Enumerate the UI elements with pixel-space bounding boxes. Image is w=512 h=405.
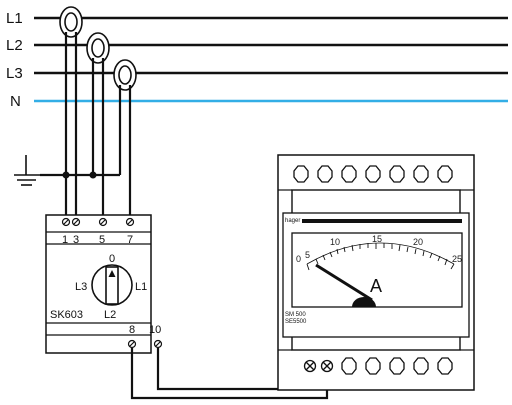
ct-l3-icon [113, 59, 137, 91]
junction-dot [62, 171, 70, 179]
dial-label-l3: L3 [75, 281, 87, 293]
label-l2: L2 [6, 37, 23, 54]
arrow-up-icon [108, 270, 116, 277]
bottom-terminals [303, 357, 453, 375]
terminal-label-8: 8 [129, 324, 135, 336]
ground-icon [14, 155, 40, 186]
scale-label-10: 10 [330, 237, 340, 247]
meter-model-line1: SM 500 [285, 312, 306, 318]
meter-needle [315, 263, 373, 302]
ct-l1-icon [59, 6, 83, 38]
switch-bottom-terminals [127, 339, 163, 349]
label-l3: L3 [6, 65, 23, 82]
scale-label-0: 0 [296, 254, 301, 264]
meter-brand: hager [285, 218, 300, 224]
selector-switch: 1 3 5 7 0 L3 L1 L2 SK603 8 10 [45, 214, 163, 354]
junction-dot [89, 171, 97, 179]
bus-lines [34, 16, 508, 103]
terminal-label-7: 7 [127, 234, 133, 246]
label-n: N [10, 93, 21, 110]
switch-model: SK603 [50, 309, 83, 321]
dial-label-l1: L1 [135, 281, 147, 293]
needle-pivot [352, 297, 376, 307]
scale-label-20: 20 [413, 237, 423, 247]
dial-label-0: 0 [109, 253, 115, 265]
scale-label-15: 15 [372, 234, 382, 244]
scale-label-5: 5 [305, 250, 310, 260]
current-transformers [59, 6, 137, 91]
terminal-label-1: 1 [62, 234, 68, 246]
terminal-label-10: 10 [149, 324, 161, 336]
label-l1: L1 [6, 10, 23, 27]
ammeter: hager 0 5 10 15 [277, 154, 475, 391]
ct-wires [40, 32, 132, 217]
dial-label-l2: L2 [104, 309, 116, 321]
switch-top-terminals [61, 217, 135, 227]
meter-dial-window [291, 232, 463, 308]
meter-ticks [306, 243, 455, 271]
ct-l2-icon [86, 32, 110, 64]
meter-model-line2: SE5500 [285, 319, 307, 325]
terminal-label-3: 3 [73, 234, 79, 246]
scale-label-25: 25 [452, 254, 462, 264]
meter-unit: A [370, 276, 382, 296]
terminal-label-5: 5 [99, 234, 105, 246]
top-terminal-covers [293, 165, 453, 183]
